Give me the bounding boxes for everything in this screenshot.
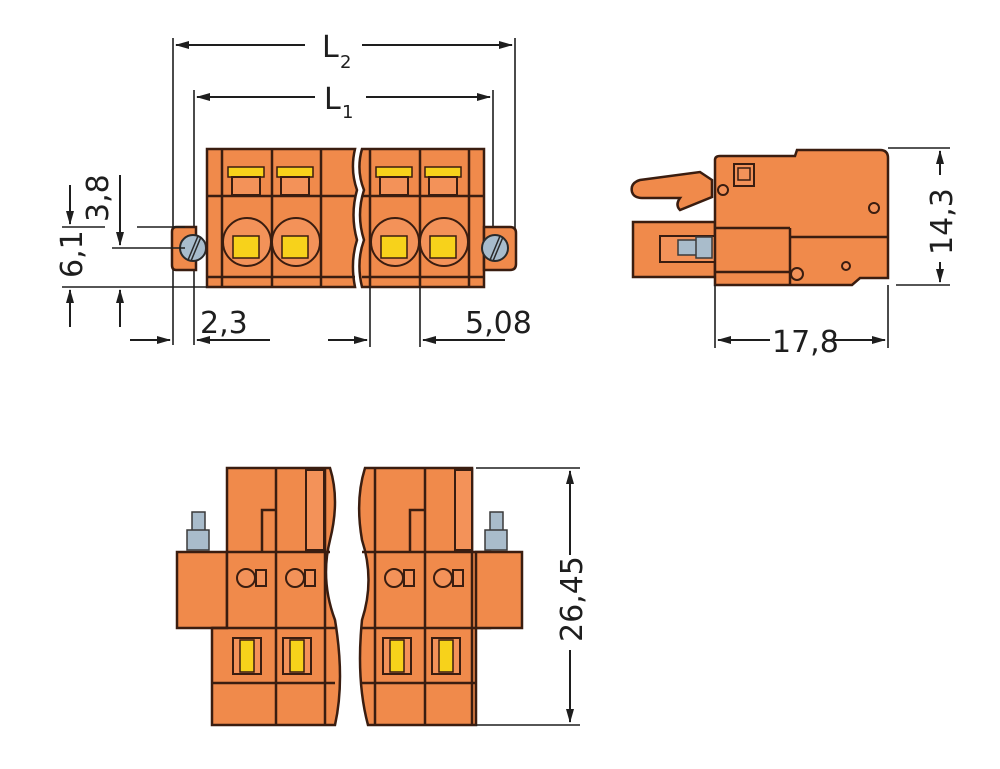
dimension-side-depth: 17,8 [714,285,889,360]
dimension-pitch: 5,08 [328,287,532,347]
side-height-label: 14,3 [925,188,960,255]
top-view: 26,45 [175,466,590,727]
dimension-flange-offset: 2,3 [130,306,270,344]
l2-subscript: 2 [340,52,351,73]
dimension-l1: L 1 [193,82,494,345]
l1-subscript: 1 [342,102,353,123]
dimension-top-length: 26,45 [476,467,590,726]
height-screw-label: 3,8 [81,174,116,222]
top-length-label: 26,45 [555,556,590,642]
dimension-side-height: 14,3 [888,147,960,286]
flange-offset-label: 2,3 [200,306,248,341]
height-total-label: 6,1 [55,230,90,278]
l2-label: L [322,30,339,65]
dimension-height: 6,1 3,8 [55,174,207,327]
side-depth-label: 17,8 [772,325,839,360]
dimension-l2: L 2 [172,30,516,345]
front-view: L 2 L 1 [55,30,532,347]
l1-label: L [324,82,341,117]
side-view: 14,3 17,8 [630,147,960,360]
pitch-label: 5,08 [465,306,532,341]
